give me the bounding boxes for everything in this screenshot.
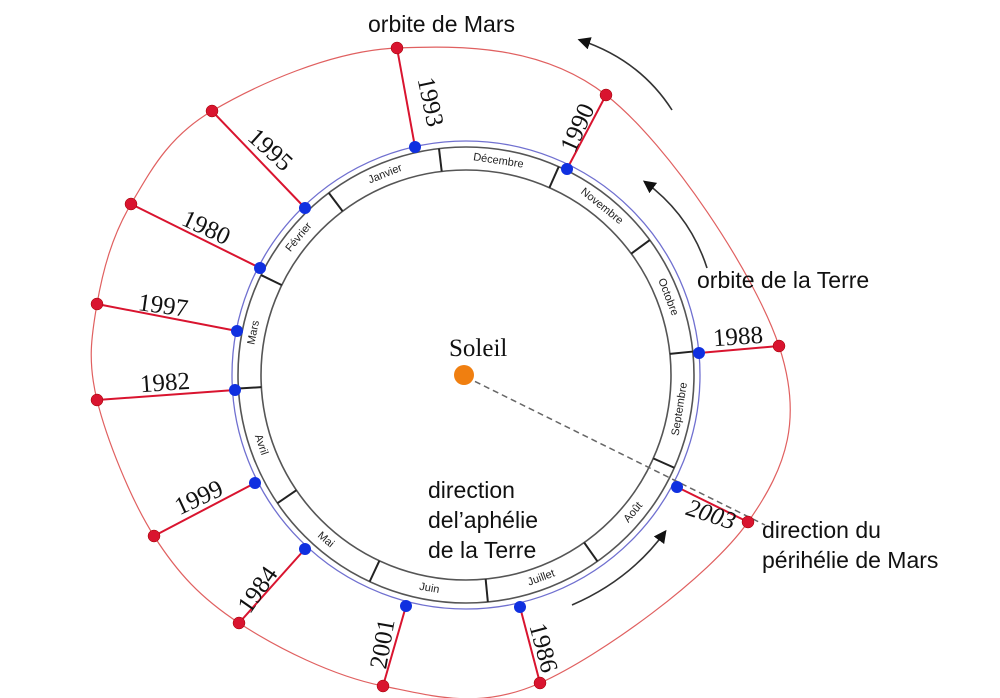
opposition-line [211,110,306,209]
year-label-1984: 1984 [233,561,284,618]
opposition-line [676,486,749,523]
earth-position-dot [561,163,573,175]
mars-position-dot [390,41,404,55]
mars-position-dot [124,197,138,211]
opposition-line [519,606,541,684]
month-label: Janvier [367,162,405,186]
calendar-ring-inner [260,169,672,581]
aphelion-label-3: de la Terre [428,537,536,563]
month-divider [327,192,344,212]
opposition-line [396,47,416,148]
earth-position-dot [693,347,705,359]
aphelion-label-1: direction [428,477,515,503]
year-label-1982: 1982 [139,368,191,398]
mars-position-dot [741,515,755,529]
opposition-line [130,203,261,269]
year-label-1986: 1986 [523,620,562,675]
month-label: Avril [252,433,270,457]
month-label: Décembre [472,151,524,170]
earth-position-dot [299,202,311,214]
month-dividers [238,148,693,603]
mars-position-dot [772,339,786,353]
opposition-line [382,605,407,687]
earth-position-dot [400,600,412,612]
mars-orbit-label: orbite de Mars [368,11,515,37]
earth-direction-arrow-bottom [571,529,667,606]
opposition-lines [90,41,786,693]
month-divider [583,541,599,562]
mars-orbit [90,46,791,698]
month-label: Juin [418,581,440,596]
earth-position-dot [254,262,266,274]
earth-orbit [231,140,701,610]
opposition-line [698,345,780,354]
month-divider [238,386,262,390]
mars-position-dot [147,529,161,543]
earth-position-dot [299,543,311,555]
perihelion-label-2: périhélie de Mars [762,547,938,573]
earth-position-dot [231,325,243,337]
sun-label: Soleil [449,335,507,362]
month-divider [260,274,283,287]
month-divider [438,148,443,172]
month-label: Mars [245,319,262,346]
year-label-1990: 1990 [555,100,600,157]
year-label-1995: 1995 [242,123,297,177]
mars-position-dot [533,676,547,690]
opposition-line [96,303,238,332]
mars-position-dot [90,297,104,311]
year-label-1993: 1993 [412,75,449,130]
year-label-1997: 1997 [136,289,189,323]
month-divider [276,489,298,504]
month-divider [484,578,489,603]
month-divider [630,239,651,255]
month-divider [368,560,381,583]
year-label-2001: 2001 [365,617,400,671]
month-label: Mai [315,530,336,551]
earth-position-dot [671,481,683,493]
earth-position-dot [514,601,526,613]
mars-position-dot [376,679,390,693]
month-label: Février [283,220,314,254]
year-label-1988: 1988 [712,322,764,352]
mars-position-dot [90,393,104,407]
opposition-line [153,482,256,537]
earth-orbit-label: orbite de la Terre [697,267,869,293]
mars-position-dot [599,88,613,102]
mars-position-dot [205,104,219,118]
opposition-line [96,389,236,401]
opposition-line [238,548,306,624]
calendar-ring-outer [237,146,695,604]
perihelion-label-1: direction du [762,517,881,543]
opposition-line [566,94,607,170]
earth-position-dot [409,141,421,153]
month-divider [652,457,675,469]
perihelion-direction-line [465,376,766,526]
month-label: Octobre [655,277,680,318]
month-divider [669,350,693,355]
sun [454,365,474,385]
earth-direction-arrow-top [642,180,708,269]
aphelion-label-2: del’aphélie [428,507,538,533]
year-label-2003: 2003 [683,494,739,535]
year-label-1980: 1980 [178,205,235,251]
earth-position-dot [229,384,241,396]
year-label-1999: 1999 [171,475,228,521]
mars-direction-arrow [577,37,673,111]
month-divider [548,166,560,189]
mars-position-dot [232,616,246,630]
earth-position-dot [249,477,261,489]
